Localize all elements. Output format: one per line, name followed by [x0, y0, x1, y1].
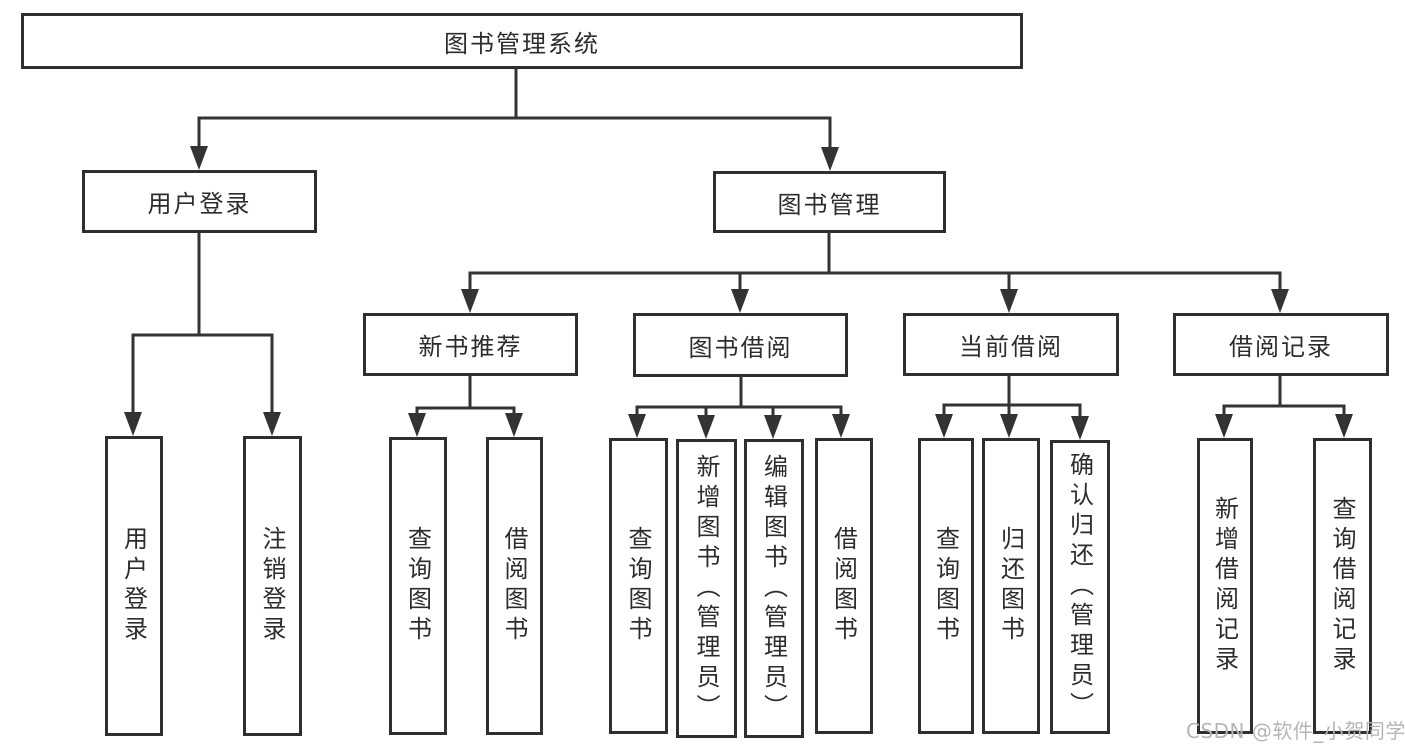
leaf-add-book-admin: 新增图书（管理员）: [676, 439, 737, 738]
leaf-borrow-books-recommend: 借阅图书: [486, 437, 543, 735]
leaf-logout-label: 注销登录: [258, 526, 286, 646]
leaf-query-books-current-label: 查询图书: [931, 526, 960, 646]
node-user-login: 用户登录: [82, 170, 317, 233]
node-user-login-label: 用户登录: [147, 190, 252, 218]
node-new-book-recommend-label: 新书推荐: [418, 333, 523, 361]
node-book-borrowing-label: 图书借阅: [688, 333, 793, 362]
leaf-confirm-return-admin-label: 确认归还（管理员）: [1065, 452, 1094, 722]
leaf-borrow-books-borrow-label: 借阅图书: [829, 526, 858, 646]
leaf-query-books-borrow-label: 查询图书: [624, 526, 652, 646]
leaf-confirm-return-admin: 确认归还（管理员）: [1050, 440, 1110, 734]
node-current-borrowing-label: 当前借阅: [959, 333, 1063, 361]
leaf-user-login: 用户登录: [105, 436, 163, 736]
node-book-management-label: 图书管理: [777, 190, 882, 219]
leaf-edit-book-admin-label: 编辑图书（管理员）: [759, 453, 788, 724]
leaf-return-book: 归还图书: [982, 438, 1040, 734]
node-root: 图书管理系统: [21, 13, 1023, 69]
leaf-edit-book-admin: 编辑图书（管理员）: [744, 439, 804, 738]
node-new-book-recommend: 新书推荐: [363, 313, 578, 376]
leaf-user-login-label: 用户登录: [119, 526, 148, 646]
leaf-add-borrow-record-label: 新增借阅记录: [1210, 496, 1239, 676]
node-borrowing-records: 借阅记录: [1173, 313, 1389, 376]
leaf-query-books-borrow: 查询图书: [609, 438, 668, 734]
leaf-query-borrow-record-label: 查询借阅记录: [1328, 496, 1356, 676]
node-borrowing-records-label: 借阅记录: [1229, 333, 1333, 361]
leaf-add-book-admin-label: 新增图书（管理员）: [692, 453, 720, 724]
node-current-borrowing: 当前借阅: [903, 313, 1119, 376]
leaf-logout: 注销登录: [243, 436, 302, 736]
leaf-borrow-books-borrow: 借阅图书: [815, 438, 873, 734]
leaf-query-books-recommend-label: 查询图书: [403, 526, 432, 646]
csdn-watermark: CSDN @软件_小贺同学: [1186, 719, 1405, 743]
node-root-label: 图书管理系统: [444, 29, 600, 58]
leaf-query-books-recommend: 查询图书: [389, 437, 447, 735]
leaf-borrow-books-recommend-label: 借阅图书: [500, 526, 528, 646]
node-book-borrowing: 图书借阅: [633, 313, 848, 377]
leaf-query-books-current: 查询图书: [918, 438, 974, 734]
leaf-add-borrow-record: 新增借阅记录: [1197, 438, 1253, 734]
leaf-return-book-label: 归还图书: [996, 526, 1025, 646]
node-book-management: 图书管理: [713, 171, 946, 233]
leaf-query-borrow-record: 查询借阅记录: [1313, 438, 1372, 734]
